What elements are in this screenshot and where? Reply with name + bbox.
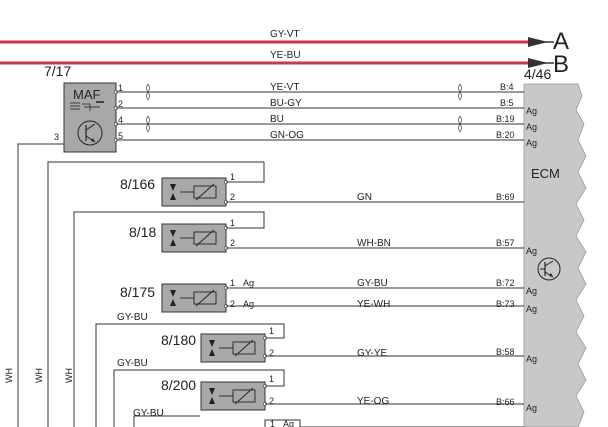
svg-text:B:5: B:5 [500,98,514,108]
svg-text:1: 1 [270,419,275,427]
svg-text:1: 1 [118,83,123,93]
svg-text:GN-OG: GN-OG [270,130,304,141]
svg-text:8/18: 8/18 [129,224,156,240]
svg-text:Ag: Ag [526,106,537,116]
ecm-label: ECM [531,166,560,181]
svg-text:2: 2 [269,396,274,406]
bus-b-color: YE-BU [270,50,301,61]
svg-text:2: 2 [230,192,235,202]
bus-a: GY-VT A [0,28,569,55]
svg-text:8/200: 8/200 [161,377,196,393]
svg-text:B:19: B:19 [496,114,515,124]
maf-ref: 7/17 [44,63,71,79]
svg-text:B:57: B:57 [496,238,515,248]
svg-text:YE-WH: YE-WH [357,299,390,310]
svg-text:1: 1 [230,278,235,288]
ecm-block: 4/46 ECM [523,66,587,427]
svg-text:Ag: Ag [526,403,537,413]
gybu-label-2: GY-BU [117,358,148,369]
svg-text:BU-GY: BU-GY [270,98,302,109]
transistor-icon [537,257,561,281]
svg-text:8/166: 8/166 [120,176,155,192]
component-8-175: 8/175 1 Ag 2 Ag GY-BU YE-WH B:72 B:73 Ag… [120,278,537,314]
svg-text:B:66: B:66 [496,397,515,407]
svg-text:Ag: Ag [526,122,537,132]
svg-text:8/175: 8/175 [120,284,155,300]
wh-label-1: WH [4,368,14,383]
component-8-18: 8/18 1 2 WH-BN B:57 Ag [129,211,537,256]
left-wires: WH WH WH GY-BU GY-BU GY-BU [4,161,264,427]
component-partial: 1 Ag [264,419,524,427]
wh-label-2: WH [34,368,44,383]
svg-text:1: 1 [269,374,274,384]
terminal-a: A [553,28,569,55]
wh-label-3: WH [64,368,74,383]
airflow-icon [70,101,104,111]
maf-transistor-icon [77,120,103,146]
svg-text:B:73: B:73 [496,299,515,309]
svg-text:Ag: Ag [526,138,537,148]
maf-label: MAF [73,87,101,102]
svg-text:5: 5 [118,131,123,141]
maf-sensor: 7/17 MAF 1 2 4 5 3 [17,63,123,427]
svg-text:2: 2 [118,99,123,109]
component-8-200: 8/200 1 2 YE-OG B:66 Ag [161,369,537,413]
svg-text:BU: BU [270,114,284,125]
svg-text:2: 2 [230,299,235,309]
bus-b: YE-BU B [0,50,569,78]
terminal-b: B [553,51,569,78]
svg-text:WH-BN: WH-BN [357,238,391,249]
svg-text:1: 1 [230,172,235,182]
svg-text:2: 2 [230,238,235,248]
svg-text:GN: GN [357,192,372,203]
svg-text:B:20: B:20 [496,130,515,140]
svg-text:B:72: B:72 [496,278,515,288]
svg-text:B:58: B:58 [496,347,515,357]
maf-side-pin: 3 [54,132,59,142]
svg-text:Ag: Ag [526,304,537,314]
svg-text:4: 4 [118,115,123,125]
svg-text:YE-OG: YE-OG [357,396,389,407]
svg-text:Ag: Ag [283,419,294,427]
gybu-label-1: GY-BU [117,312,148,323]
svg-text:8/180: 8/180 [161,332,196,348]
svg-text:1: 1 [230,218,235,228]
svg-text:GY-BU: GY-BU [357,278,388,289]
svg-text:B:69: B:69 [496,192,515,202]
component-8-180: 8/180 1 2 GY-YE B:58 Ag [160,323,537,364]
svg-text:B:4: B:4 [500,82,514,92]
svg-text:GY-YE: GY-YE [357,348,388,359]
maf-wires: YE-VT BU-GY BU GN-OG B:4 B:5 B:19 B:20 A… [116,82,537,148]
component-8-166: 8/166 1 2 GN B:69 [120,162,524,207]
svg-text:Ag: Ag [526,286,537,296]
svg-text:1: 1 [269,326,274,336]
svg-text:2: 2 [269,348,274,358]
svg-text:YE-VT: YE-VT [270,82,299,93]
svg-text:Ag: Ag [243,278,254,288]
bus-a-color: GY-VT [270,29,300,40]
ecm-ref: 4/46 [524,66,551,82]
svg-text:Ag: Ag [526,354,537,364]
svg-text:Ag: Ag [526,246,537,256]
gybu-label-3: GY-BU [133,408,164,419]
svg-text:Ag: Ag [243,299,254,309]
